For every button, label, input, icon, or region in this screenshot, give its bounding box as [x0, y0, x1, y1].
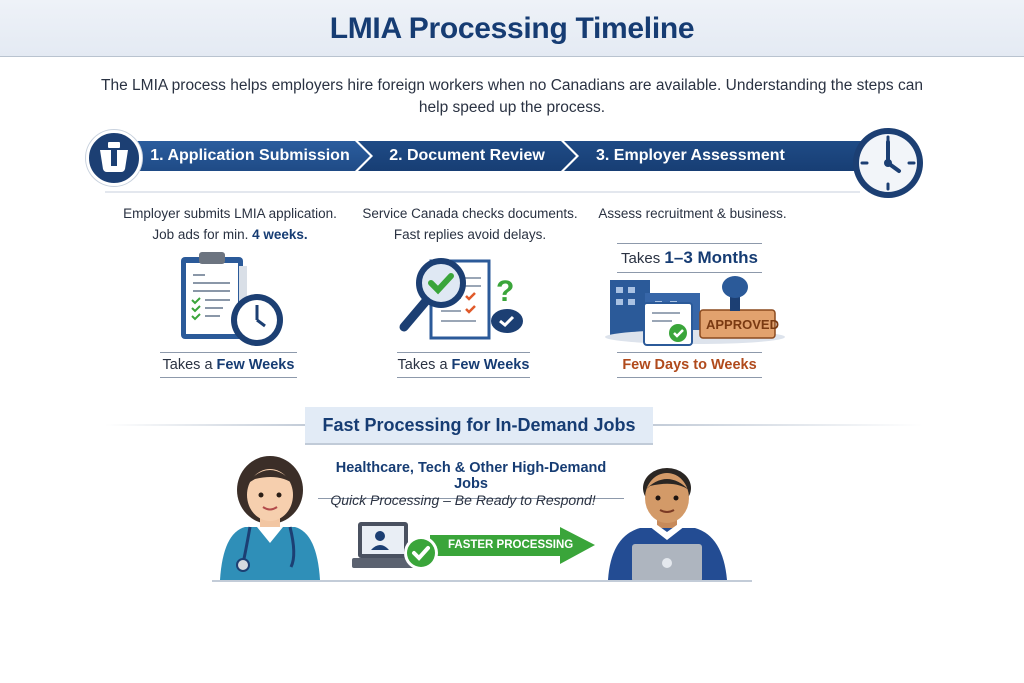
step-3-desc-line1: Assess recruitment & business.	[598, 206, 787, 221]
step-2-duration: Takes a Few Weeks	[397, 352, 530, 378]
divider-left	[105, 424, 305, 426]
step-1-label: 1. Application Submission	[150, 147, 350, 164]
ground-line	[212, 580, 752, 582]
step-1-desc-prefix: Job ads for min.	[152, 227, 253, 242]
step-2-description: Service Canada checks documents. Fast re…	[360, 203, 580, 245]
fast-processing-heading: Fast Processing for In-Demand Jobs	[305, 407, 653, 445]
step-2-desc-line2: Fast replies avoid delays.	[393, 227, 547, 242]
step-1-desc-line2: Job ads for min. 4 weeks.	[110, 224, 350, 245]
nurse-avatar-icon	[220, 456, 320, 580]
clock-icon	[853, 128, 923, 198]
step-1-description: Employer submits LMIA application. Job a…	[110, 203, 350, 245]
step-3-duration-value: 1–3 Months	[664, 248, 758, 267]
step-2-desc-line1: Service Canada checks documents.	[362, 206, 578, 221]
banner-underline	[105, 191, 860, 193]
laptop-video-call-icon	[352, 522, 414, 568]
step-3-footer-text: Few Days to Weeks	[622, 357, 757, 373]
tech-worker-avatar-icon	[608, 468, 727, 582]
step-3-label: 3. Employer Assessment	[596, 147, 785, 164]
quick-processing-tagline: Quick Processing – Be Ready to Respond!	[330, 492, 596, 508]
svg-text:?: ?	[496, 275, 514, 308]
intro-text: The LMIA process helps employers hire fo…	[101, 77, 923, 116]
step-1-desc-bold: 4 weeks.	[252, 227, 308, 242]
step-1-desc-line1: Employer submits LMIA application.	[123, 206, 337, 221]
check-circle-icon	[404, 536, 438, 570]
timeline-banner: 1. Application Submission 2. Document Re…	[100, 141, 914, 171]
divider-right	[653, 424, 923, 426]
title-band: LMIA Processing Timeline	[0, 0, 1024, 57]
clipboard-clock-icon	[181, 252, 283, 346]
step-3-duration-prefix: Takes	[621, 250, 665, 267]
faster-processing-arrow	[430, 527, 595, 564]
step-1-duration: Takes a Few Weeks	[160, 352, 297, 378]
submission-box-icon	[86, 130, 142, 186]
step-1-duration-value: Few Weeks	[216, 357, 295, 373]
magnifier-document-icon: ?	[399, 258, 523, 340]
step-3-banner: 3. Employer Assessment	[564, 141, 914, 171]
building-approved-stamp-icon: APPROVED	[605, 276, 785, 346]
step-3-duration: Takes 1–3 Months	[617, 243, 762, 273]
step-1-banner: 1. Application Submission	[100, 141, 370, 171]
high-demand-jobs-label: Healthcare, Tech & Other High-Demand Job…	[318, 460, 624, 499]
step-1-duration-prefix: Takes a	[162, 357, 217, 373]
faster-processing-label: FASTER PROCESSING	[448, 539, 574, 551]
step-2-duration-prefix: Takes a	[397, 357, 452, 373]
step-3-description: Assess recruitment & business.	[595, 203, 790, 224]
step-2-duration-value: Few Weeks	[451, 357, 530, 373]
step-2-banner: 2. Document Review	[358, 141, 576, 171]
page-title: LMIA Processing Timeline	[329, 12, 695, 45]
step-2-label: 2. Document Review	[389, 147, 545, 164]
svg-text:APPROVED: APPROVED	[706, 317, 779, 332]
step-3-footer: Few Days to Weeks	[617, 352, 762, 378]
